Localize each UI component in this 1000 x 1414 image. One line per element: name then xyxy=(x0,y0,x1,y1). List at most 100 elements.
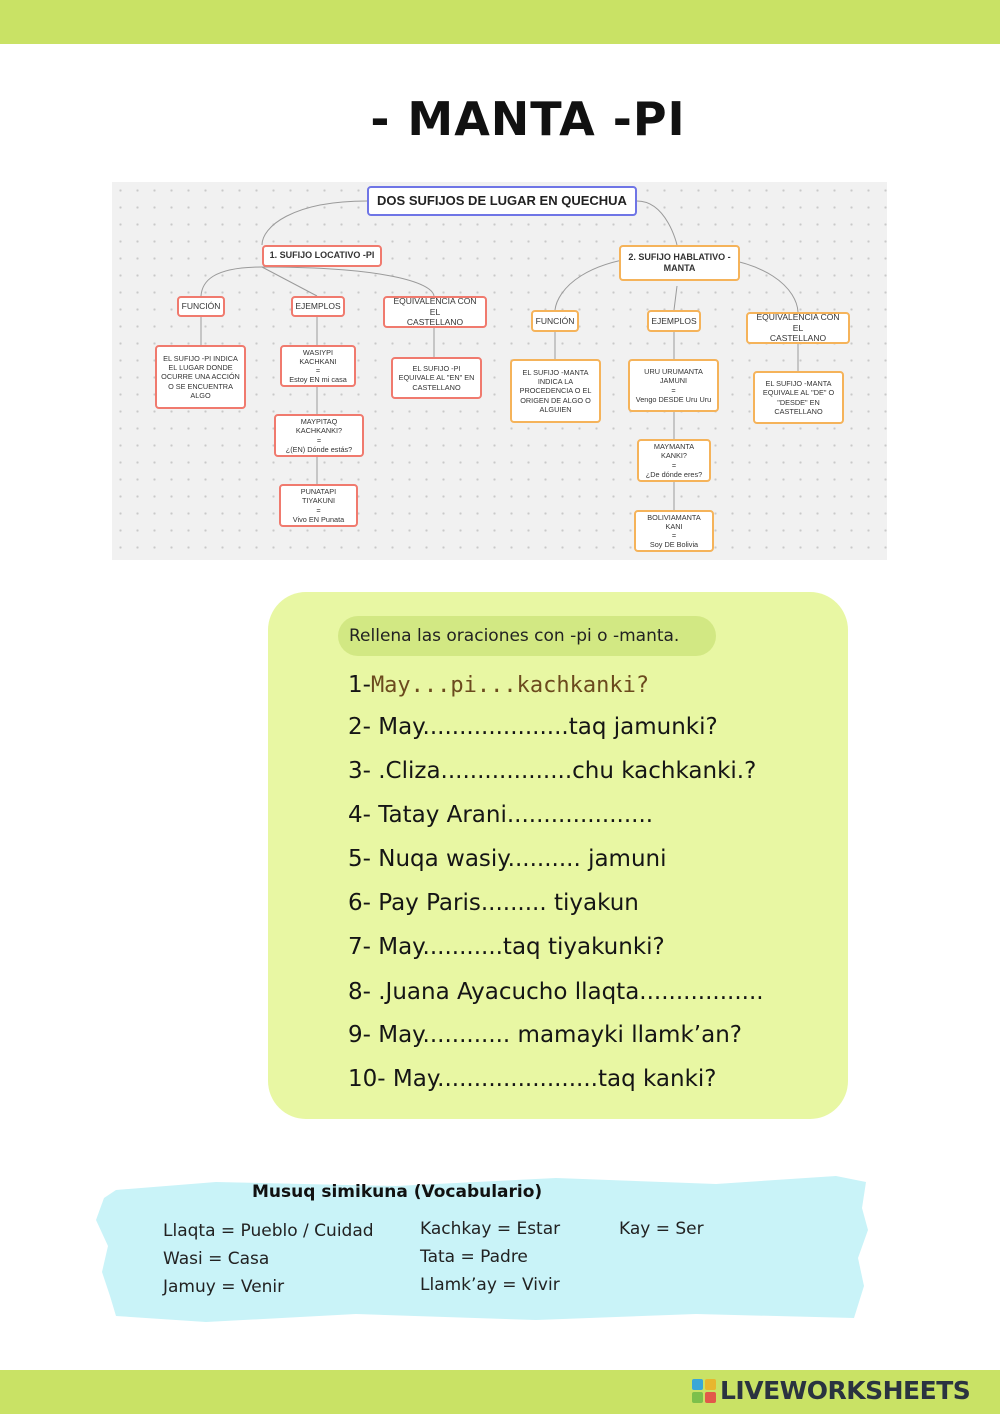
map-root: DOS SUFIJOS DE LUGAR EN QUECHUA xyxy=(367,186,637,216)
exercise-item-10[interactable]: 10- May......................taq kanki? xyxy=(348,1066,717,1092)
map-text-line: EL SUFIJO -MANTA xyxy=(765,379,832,389)
map-text-line: CASTELLANO xyxy=(774,406,823,416)
top-bar xyxy=(0,0,1000,44)
map-text-line: INDICA LA xyxy=(537,377,574,387)
vocabulary-item: Kachkay = Estar xyxy=(420,1219,561,1239)
map-branch1-ejemplo2: MAYPITAQ KACHKANKI? = ¿(EN) Dónde estás? xyxy=(274,414,364,457)
exercise-item-5[interactable]: 5- Nuqa wasiy.......... jamuni xyxy=(348,846,667,872)
exercise-item-number: 1- xyxy=(348,672,371,698)
map-branch2-title: 2. SUFIJO HABLATIVO - MANTA xyxy=(619,245,740,281)
liveworksheets-wordmark: LIVEWORKSHEETS xyxy=(720,1375,971,1405)
map-text-line: PUNATAPI TIYAKUNI xyxy=(300,487,337,506)
exercise-item-7[interactable]: 7- May...........taq tiyakunki? xyxy=(348,934,665,960)
vocabulary-item: Llamk’ay = Vivir xyxy=(420,1275,560,1295)
map-branch2-funcion: FUNCIÓN xyxy=(531,310,579,332)
map-branch2-equivalencia-line1: EQUIVALENCIA CON EL xyxy=(756,312,840,333)
exercise-item-1: 1-May...pi...kachkanki? xyxy=(348,672,649,698)
map-text-line: Vengo DESDE Uru Uru xyxy=(635,394,712,404)
map-branch1-title: 1. SUFIJO LOCATIVO -PI xyxy=(262,245,382,267)
exercise-item-9[interactable]: 9- May............ mamayki llamk’an? xyxy=(348,1022,742,1048)
map-branch1-funcion: FUNCIÓN xyxy=(177,296,225,317)
exercise-item-4[interactable]: 4- Tatay Arani.................... xyxy=(348,802,653,828)
map-branch2-funcion-text: EL SUFIJO -MANTA INDICA LA PROCEDENCIA O… xyxy=(510,359,601,423)
vocabulary-item: Wasi = Casa xyxy=(163,1249,270,1269)
exercise-item-text: 3- .Cliza..................chu kachkanki… xyxy=(348,758,757,784)
exercise-item-text: 5- Nuqa wasiy.......... jamuni xyxy=(348,846,667,872)
map-text-line: URU URUMANTA xyxy=(644,367,703,377)
map-root-label: DOS SUFIJOS DE LUGAR EN QUECHUA xyxy=(377,192,627,208)
exercise-item-2[interactable]: 2- May....................taq jamunki? xyxy=(348,714,718,740)
exercise-item-6[interactable]: 6- Pay Paris......... tiyakun xyxy=(348,890,639,916)
map-text-line: "DESDE" EN xyxy=(777,397,820,407)
map-text-line: JAMUNI xyxy=(659,376,688,386)
map-branch1-funcion-text: EL SUFIJO -PI INDICA EL LUGAR DONDE OCUR… xyxy=(155,345,246,409)
bottom-bar xyxy=(0,1370,1000,1414)
map-text-line: ORIGEN DE ALGO O xyxy=(520,395,591,405)
map-branch2-equivalencia: EQUIVALENCIA CON EL CASTELLANO xyxy=(746,312,850,344)
map-text-line: = xyxy=(671,460,677,470)
exercise-item-text: 8- .Juana Ayacucho llaqta...............… xyxy=(348,979,764,1005)
map-branch2-funcion-label: FUNCIÓN xyxy=(535,315,575,326)
map-branch2-ejemplo3: BOLIVIAMANTA KANI = Soy DE Bolivia xyxy=(634,510,714,552)
vocabulary-item: Kay = Ser xyxy=(619,1219,704,1239)
map-branch2-ejemplos: EJEMPLOS xyxy=(647,310,701,332)
map-text-line: = xyxy=(315,366,321,375)
vocabulary-item: Tata = Padre xyxy=(420,1247,528,1267)
exercise-item-text: 4- Tatay Arani.................... xyxy=(348,802,654,828)
map-branch1-title-label: 1. SUFIJO LOCATIVO -PI xyxy=(269,250,375,261)
map-text-line: WASIYPI KACHKANI xyxy=(299,347,337,366)
exercise-item-text: 2- May....................taq jamunki? xyxy=(348,714,718,740)
map-text-line: Estoy EN mi casa xyxy=(289,375,347,385)
map-branch2-title-line2: MANTA xyxy=(663,263,696,273)
map-text-line: PROCEDENCIA O EL xyxy=(519,386,592,396)
map-text-line: O SE ENCUENTRA xyxy=(168,381,233,391)
map-branch2-equivalencia-text: EL SUFIJO -MANTA EQUIVALE AL "DE" O "DES… xyxy=(753,371,844,424)
map-text-line: = xyxy=(671,385,676,395)
map-text-line: ¿De dónde eres? xyxy=(645,469,703,479)
vocabulary-brush-background xyxy=(96,1176,868,1322)
map-text-line: EQUIVALE AL "EN" EN xyxy=(398,373,475,383)
exercise-item-8[interactable]: 8- .Juana Ayacucho llaqta...............… xyxy=(348,979,764,1005)
map-branch1-equivalencia-line2: CASTELLANO xyxy=(406,317,464,328)
vocabulary-item: Llaqta = Pueblo / Cuidad xyxy=(163,1221,374,1241)
map-text-line: = xyxy=(671,531,677,540)
liveworksheets-logo[interactable]: LIVEWORKSHEETS xyxy=(692,1372,971,1408)
map-branch1-ejemplos-label: EJEMPLOS xyxy=(295,301,341,312)
map-text-line: ALGUIEN xyxy=(539,404,572,414)
exercise-instruction: Rellena las oraciones con -pi o -manta. xyxy=(338,616,716,656)
vocabulary-item: Jamuy = Venir xyxy=(163,1277,285,1297)
map-text-line: EQUIVALE AL "DE" O xyxy=(762,388,835,398)
exercise-item-text: 9- May............ mamayki llamk’an? xyxy=(348,1022,742,1048)
map-branch2-ejemplo1: URU URUMANTA JAMUNI = Vengo DESDE Uru Ur… xyxy=(628,359,719,412)
map-branch2-equivalencia-line2: CASTELLANO xyxy=(769,333,827,344)
map-text-line: CASTELLANO xyxy=(412,382,461,392)
map-text-line: ALGO xyxy=(190,390,211,400)
map-text-line: OCURRE UNA ACCIÓN xyxy=(161,372,240,382)
map-text-line: = xyxy=(316,435,322,445)
map-branch1-equivalencia-text: EL SUFIJO -PI EQUIVALE AL "EN" EN CASTEL… xyxy=(391,357,482,399)
vocabulary-title: Musuq simikuna (Vocabulario) xyxy=(252,1182,543,1202)
map-text-line: MAYMANTA KANKI? xyxy=(653,442,695,461)
map-text-line: EL SUFIJO -PI xyxy=(412,364,461,374)
exercise-item-text: 7- May...........taq tiyakunki? xyxy=(348,934,665,960)
map-text-line: EL LUGAR DONDE xyxy=(168,363,233,373)
map-text-line: EL SUFIJO -PI INDICA xyxy=(163,354,238,364)
map-text-line: Soy DE Bolivia xyxy=(649,540,699,550)
page-title: - MANTA -PI xyxy=(370,92,686,146)
exercise-item-text: 10- May......................taq kanki? xyxy=(348,1066,717,1092)
exercise-item-3[interactable]: 3- .Cliza..................chu kachkanki… xyxy=(348,758,756,784)
map-branch1-ejemplo3: PUNATAPI TIYAKUNI = Vivo EN Punata xyxy=(279,484,358,527)
exercise-item-text: 6- Pay Paris......... tiyakun xyxy=(348,890,639,916)
map-text-line: MAYPITAQ KACHKANKI? xyxy=(295,417,343,436)
exercise-answer-input[interactable]: May...pi...kachkanki? xyxy=(370,673,650,698)
map-branch2-title-line1: 2. SUFIJO HABLATIVO - xyxy=(628,251,731,262)
map-text-line: ¿(EN) Dónde estás? xyxy=(285,444,353,454)
map-branch1-equivalencia-line1: EQUIVALENCIA CON EL xyxy=(393,296,477,317)
map-text-line: BOLIVIAMANTA KANI xyxy=(647,512,701,531)
map-branch1-ejemplo1: WASIYPI KACHKANI = Estoy EN mi casa xyxy=(280,345,356,387)
map-text-line: Vivo EN Punata xyxy=(292,514,345,524)
map-branch1-funcion-label: FUNCIÓN xyxy=(181,301,221,312)
map-branch1-ejemplos: EJEMPLOS xyxy=(291,296,345,317)
liveworksheets-icon xyxy=(692,1377,718,1403)
concept-map: DOS SUFIJOS DE LUGAR EN QUECHUA 1. SUFIJ… xyxy=(112,182,887,560)
